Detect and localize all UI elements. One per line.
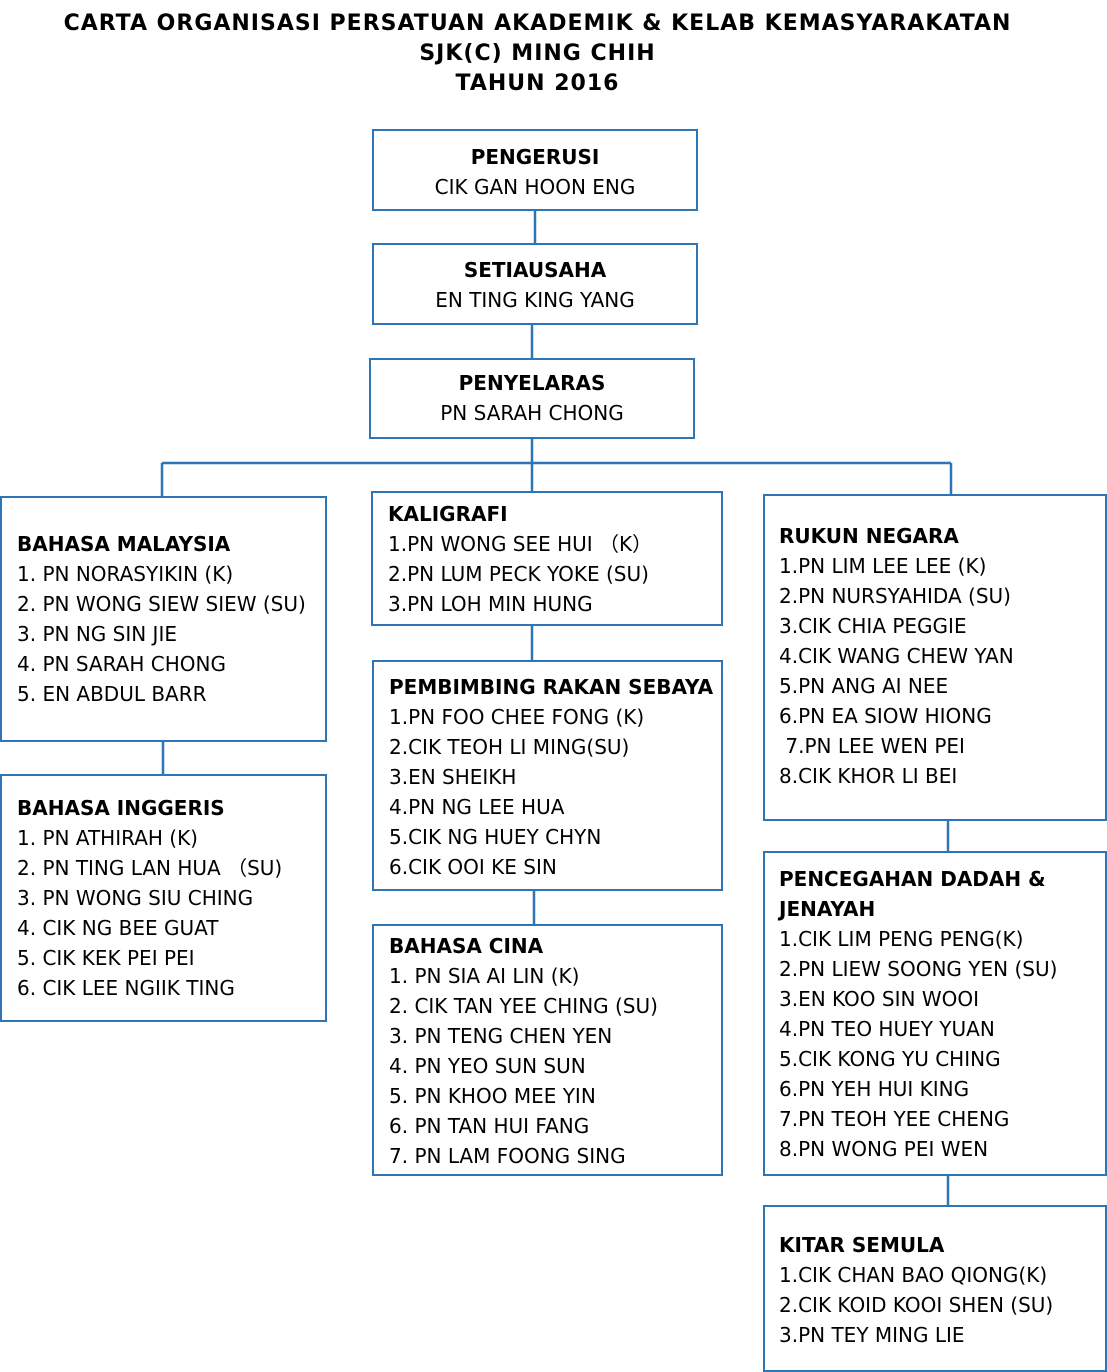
member-item: 1. PN NORASYIKIN (K) [17,562,234,586]
bahasa-cina-title: BAHASA CINA [389,934,544,958]
box-penyelaras: PENYELARAS PN SARAH CHONG [369,358,695,439]
member-item: 3. PN TENG CHEN YEN [389,1024,613,1048]
kitar-semula-title: KITAR SEMULA [779,1233,945,1257]
chart-title-line3: TAHUN 2016 [455,71,620,96]
member-item: 6.CIK OOI KE SIN [389,855,557,879]
member-item: 4.CIK WANG CHEW YAN [779,644,1014,668]
member-item: 3. PN NG SIN JIE [17,622,177,646]
member-item: 5. CIK KEK PEI PEI [17,946,195,970]
member-item: 8.PN WONG PEI WEN [779,1137,989,1161]
member-item: 5.CIK NG HUEY CHYN [389,825,602,849]
member-item: 3.CIK CHIA PEGGIE [779,614,967,638]
member-item: 2.PN NURSYAHIDA (SU) [779,584,1011,608]
member-item: 2. PN TING LAN HUA （SU) [17,856,283,880]
setiausaha-role: SETIAUSAHA [463,258,607,282]
member-item: 5. PN KHOO MEE YIN [389,1084,596,1108]
member-item: 4.PN TEO HUEY YUAN [779,1017,995,1041]
box-rukun-negara: RUKUN NEGARA 1.PN LIM LEE LEE (K) 2.PN N… [763,494,1107,821]
member-item: 3.PN LOH MIN HUNG [388,592,593,616]
rukun-negara-title: RUKUN NEGARA [779,524,959,548]
member-item: 1. PN SIA AI LIN (K) [389,964,580,988]
member-item: 5. EN ABDUL BARR [17,682,207,706]
bahasa-malaysia-title: BAHASA MALAYSIA [17,532,231,556]
member-item: 4. PN YEO SUN SUN [389,1054,586,1078]
box-kaligrafi: KALIGRAFI 1.PN WONG SEE HUI （K） 2.PN LUM… [371,491,723,626]
member-item: 8.CIK KHOR LI BEI [779,764,958,788]
member-item: 1.PN LIM LEE LEE (K) [779,554,987,578]
member-item: 7. PN LAM FOONG SING [389,1144,626,1168]
box-pencegahan-dadah-jenayah: PENCEGAHAN DADAH & JENAYAH 1.CIK LIM PEN… [763,851,1107,1176]
member-item: 1.CIK LIM PENG PENG(K) [779,927,1024,951]
box-bahasa-malaysia: BAHASA MALAYSIA 1. PN NORASYIKIN (K) 2. … [0,496,327,742]
member-item: 3.PN TEY MING LIE [779,1323,965,1347]
member-item: 2.PN LUM PECK YOKE (SU) [388,562,649,586]
penyelaras-role: PENYELARAS [458,371,606,395]
member-item: 2.PN LIEW SOONG YEN (SU) [779,957,1058,981]
box-kitar-semula: KITAR SEMULA 1.CIK CHAN BAO QIONG(K) 2.C… [763,1205,1107,1372]
box-pengerusi: PENGERUSI CIK GAN HOON ENG [372,129,698,211]
member-item: 4. PN SARAH CHONG [17,652,226,676]
kaligrafi-title: KALIGRAFI [388,502,508,526]
box-bahasa-cina: BAHASA CINA 1. PN SIA AI LIN (K) 2. CIK … [372,924,723,1176]
chart-title-line1: CARTA ORGANISASI PERSATUAN AKADEMIK & KE… [63,11,1012,36]
member-item: 3.EN SHEIKH [389,765,517,789]
member-item: 2. CIK TAN YEE CHING (SU) [389,994,658,1018]
box-setiausaha: SETIAUSAHA EN TING KING YANG [372,243,698,325]
chart-title-line2: SJK(C) MING CHIH [419,41,656,66]
member-item: 2. PN WONG SIEW SIEW (SU) [17,592,306,616]
member-item: 3. PN WONG SIU CHING [17,886,254,910]
penyelaras-name: PN SARAH CHONG [440,401,624,425]
bahasa-inggeris-title: BAHASA INGGERIS [17,796,225,820]
member-item: 5.PN ANG AI NEE [779,674,949,698]
member-item: 2.CIK TEOH LI MING(SU) [389,735,630,759]
member-item: 5.CIK KONG YU CHING [779,1047,1001,1071]
member-item: 1.CIK CHAN BAO QIONG(K) [779,1263,1048,1287]
box-bahasa-inggeris: BAHASA INGGERIS 1. PN ATHIRAH (K) 2. PN … [0,774,327,1022]
box-pembimbing-rakan-sebaya: PEMBIMBING RAKAN SEBAYA 1.PN FOO CHEE FO… [372,660,723,891]
member-item: 7.PN LEE WEN PEI [779,734,965,758]
pencegahan-title-line1: PENCEGAHAN DADAH & [779,867,1046,891]
pengerusi-role: PENGERUSI [470,145,600,169]
pengerusi-name: CIK GAN HOON ENG [434,175,636,199]
member-item: 4. CIK NG BEE GUAT [17,916,219,940]
setiausaha-name: EN TING KING YANG [435,288,635,312]
pembimbing-title: PEMBIMBING RAKAN SEBAYA [389,675,714,699]
member-item: 6. CIK LEE NGIIK TING [17,976,235,1000]
member-item: 7.PN TEOH YEE CHENG [779,1107,1010,1131]
member-item: 2.CIK KOID KOOI SHEN (SU) [779,1293,1054,1317]
pencegahan-title-line2: JENAYAH [779,897,876,921]
member-item: 4.PN NG LEE HUA [389,795,565,819]
member-item: 1.PN WONG SEE HUI （K） [388,532,653,556]
member-item: 3.EN KOO SIN WOOI [779,987,979,1011]
member-item: 6.PN YEH HUI KING [779,1077,970,1101]
member-item: 6. PN TAN HUI FANG [389,1114,590,1138]
member-item: 6.PN EA SIOW HIONG [779,704,992,728]
member-item: 1.PN FOO CHEE FONG (K) [389,705,645,729]
member-item: 1. PN ATHIRAH (K) [17,826,198,850]
